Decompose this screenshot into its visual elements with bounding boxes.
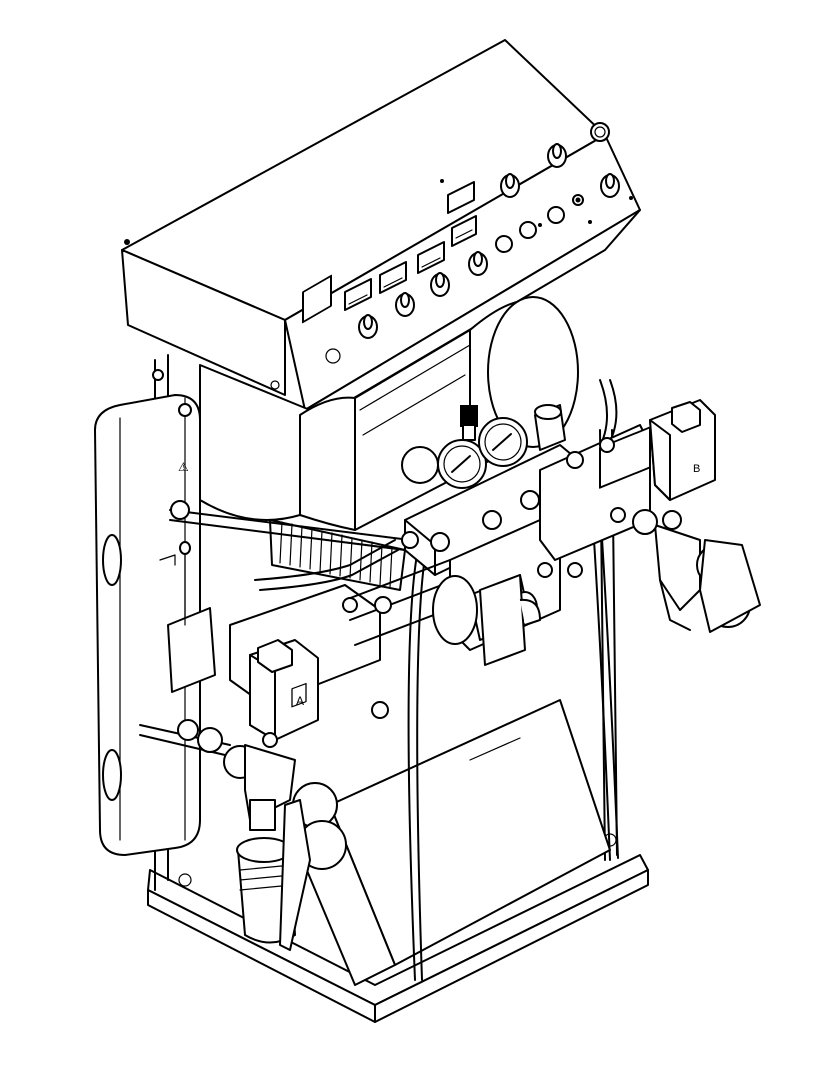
control-console xyxy=(121,39,641,419)
selector-knob-icon xyxy=(358,143,620,339)
hoses xyxy=(169,379,619,981)
inlet-valve-right xyxy=(632,509,761,633)
inlet-valve-left xyxy=(139,719,347,951)
a-block-label: A xyxy=(296,694,304,708)
pressure-gauge-icon xyxy=(401,446,439,484)
solenoid-valve xyxy=(159,541,541,693)
svg-text:⚠: ⚠ xyxy=(178,460,189,474)
b-block-label: B xyxy=(693,463,700,475)
fittings xyxy=(152,369,626,748)
